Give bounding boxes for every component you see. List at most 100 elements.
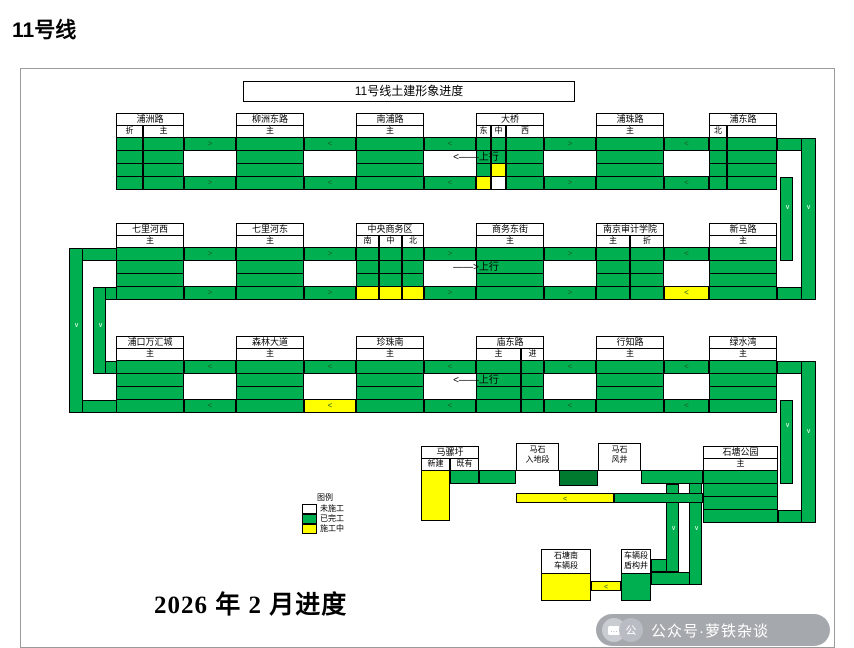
track-cell (116, 247, 184, 261)
track-arrow: ∨ (73, 322, 80, 329)
track-connector (780, 177, 793, 261)
track-segment: < (304, 176, 356, 190)
track-segment: > (544, 137, 596, 151)
track-cell (521, 399, 544, 413)
track-connector (801, 361, 816, 523)
track-cell (506, 163, 544, 177)
track-connector (777, 287, 802, 300)
track-cell (116, 260, 184, 274)
track-cell (476, 247, 544, 261)
track-segment: > (184, 137, 236, 151)
track-cell (379, 286, 402, 300)
track-cell (709, 399, 777, 413)
legend-label: 施工中 (320, 524, 344, 533)
direction-label: <——上行 (453, 152, 499, 163)
legend-label: 已完工 (320, 514, 344, 523)
track-cell (356, 373, 424, 387)
track-connector (651, 559, 667, 572)
track-cell (703, 483, 778, 497)
track-arrow: ∨ (670, 525, 677, 532)
track-cell (476, 360, 521, 374)
track-arrow: ∨ (784, 422, 791, 429)
track-cell (356, 163, 424, 177)
station-col-label: 折 (116, 125, 143, 138)
official-account-icon: 公 (619, 618, 643, 642)
track-cell (709, 373, 777, 387)
track-cell (379, 260, 402, 274)
direction-label: <——上行 (453, 375, 499, 386)
track-arrow: ∨ (805, 428, 812, 435)
track-cell (236, 260, 304, 274)
track-arrow: ∨ (693, 525, 700, 532)
track-cell (476, 286, 544, 300)
track-cell (727, 150, 777, 164)
track-cell (596, 373, 664, 387)
track-segment: > (424, 286, 476, 300)
track-cell (356, 260, 379, 274)
track-segment: < (184, 360, 236, 374)
track-connector (778, 510, 802, 523)
track-cell (356, 273, 379, 287)
track-segment (559, 470, 598, 486)
track-cell (356, 150, 424, 164)
track-segment: < (664, 360, 709, 374)
track-cell (356, 399, 424, 413)
track-cell (402, 247, 424, 261)
track-cell (236, 150, 304, 164)
track-segment: > (424, 247, 476, 261)
track-cell (596, 137, 664, 151)
track-cell (116, 373, 184, 387)
track-cell (143, 163, 184, 177)
track-cell (116, 360, 184, 374)
track-cell (356, 286, 379, 300)
track-cell (236, 373, 304, 387)
direction-label: ——>上行 (453, 262, 499, 273)
track-cell (596, 386, 664, 400)
track-cell (116, 163, 143, 177)
track-cell (143, 137, 184, 151)
track-cell (506, 137, 544, 151)
track-cell (116, 137, 143, 151)
track-cell (356, 386, 424, 400)
track-connector (82, 248, 117, 261)
track-cell (709, 150, 727, 164)
track-segment: < (424, 137, 476, 151)
track-segment: < (424, 399, 476, 413)
track-segment: > (304, 247, 356, 261)
station-col-label: 中 (379, 235, 402, 248)
track-connector (651, 572, 690, 585)
track-cell (596, 260, 630, 274)
track-cell (476, 137, 491, 151)
track-cell (379, 247, 402, 261)
legend-label: 未施工 (320, 504, 344, 513)
track-segment: > (544, 176, 596, 190)
track-connector (777, 361, 802, 374)
track-cell (709, 260, 777, 274)
track-cell (630, 286, 664, 300)
track-segment: < (664, 247, 709, 261)
track-cell (476, 176, 491, 190)
track-cell (596, 247, 630, 261)
track-connector (105, 287, 117, 300)
track-cell (491, 163, 506, 177)
track-cell (476, 386, 521, 400)
track-cell (236, 163, 304, 177)
track-cell (709, 286, 777, 300)
track-arrow: ∨ (784, 204, 791, 211)
track-segment: > (184, 247, 236, 261)
watermark-text: 公众号·萝铁杂谈 (651, 622, 769, 640)
legend-swatch (302, 524, 317, 534)
track-cell (402, 273, 424, 287)
track-cell (402, 286, 424, 300)
track-segment: < (591, 581, 621, 591)
track-connector (780, 400, 793, 484)
track-cell (709, 360, 777, 374)
track-cell (727, 163, 777, 177)
track-segment: > (544, 286, 596, 300)
track-cell (476, 163, 491, 177)
track-segment: < (664, 137, 709, 151)
legend-swatch (302, 514, 317, 524)
track-segment: < (664, 399, 709, 413)
track-segment: < (664, 176, 709, 190)
track-cell (709, 273, 777, 287)
